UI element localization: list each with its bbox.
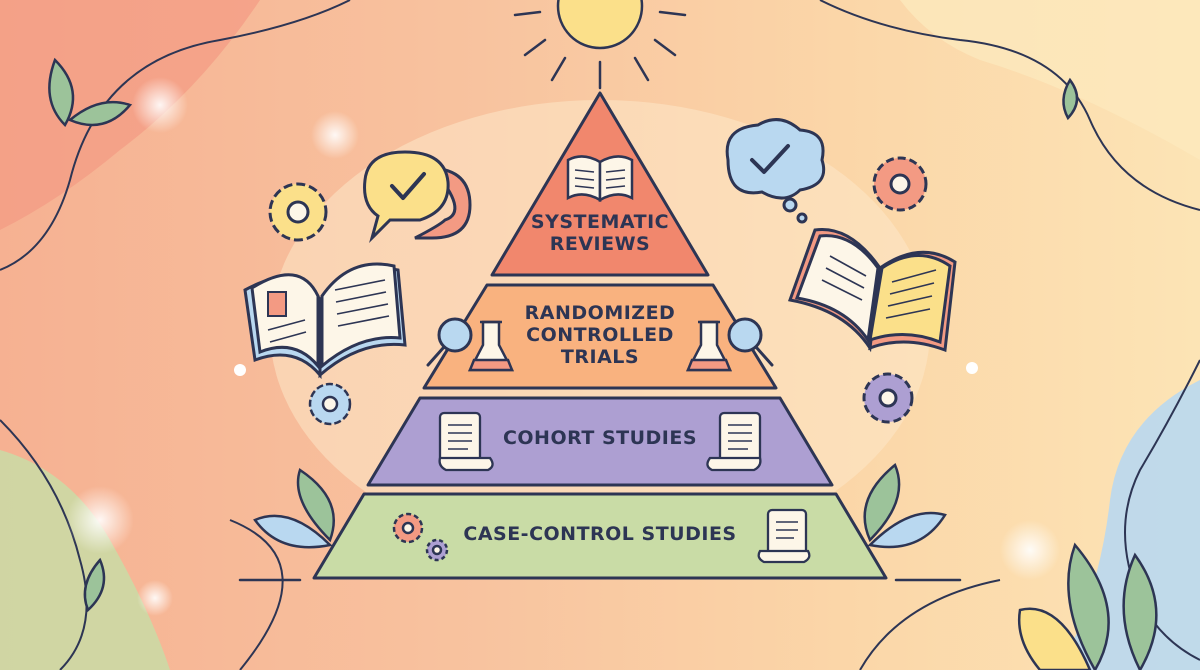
leaf-icon [1062, 77, 1079, 121]
leaf-icon [48, 57, 133, 128]
book-icon [566, 155, 634, 203]
tier-label-cohort-studies: COHORT STUDIES [502, 427, 698, 449]
pyramid-tier-case-control-studies [312, 492, 888, 580]
pyramid-tier-randomized-controlled-trials [422, 283, 778, 390]
gear-icon [268, 182, 328, 242]
leaf-icon [253, 468, 335, 549]
gear-icon [392, 512, 424, 544]
magnifier-icon [727, 317, 774, 367]
leaf-icon [863, 462, 947, 549]
leaf-icon [1018, 542, 1158, 670]
gear-icon [425, 538, 449, 562]
sun-icon [513, 0, 687, 90]
tier-label-randomized-controlled-trials: RANDOMIZED CONTROLLED TRIALS [524, 302, 676, 368]
book-icon [243, 262, 407, 380]
sparkle-glows [66, 77, 1060, 616]
magnifier-icon [426, 317, 473, 367]
scroll-icon [438, 411, 494, 472]
tier-label-case-control-studies: CASE-CONTROL STUDIES [463, 523, 737, 545]
tier-label-systematic-reviews: SYSTEMATIC REVIEWS [530, 211, 670, 255]
gear-icon [872, 156, 928, 212]
scroll-icon [757, 508, 811, 564]
speech-bubble-check-icon [363, 150, 472, 244]
flask-icon [685, 320, 733, 372]
scroll-icon [706, 411, 762, 472]
book-icon [787, 227, 957, 353]
thought-bubble-check-icon [725, 118, 826, 224]
gear-icon [308, 382, 352, 426]
leaf-icon [83, 557, 106, 613]
gear-icon [862, 372, 914, 424]
flask-icon [467, 320, 515, 372]
